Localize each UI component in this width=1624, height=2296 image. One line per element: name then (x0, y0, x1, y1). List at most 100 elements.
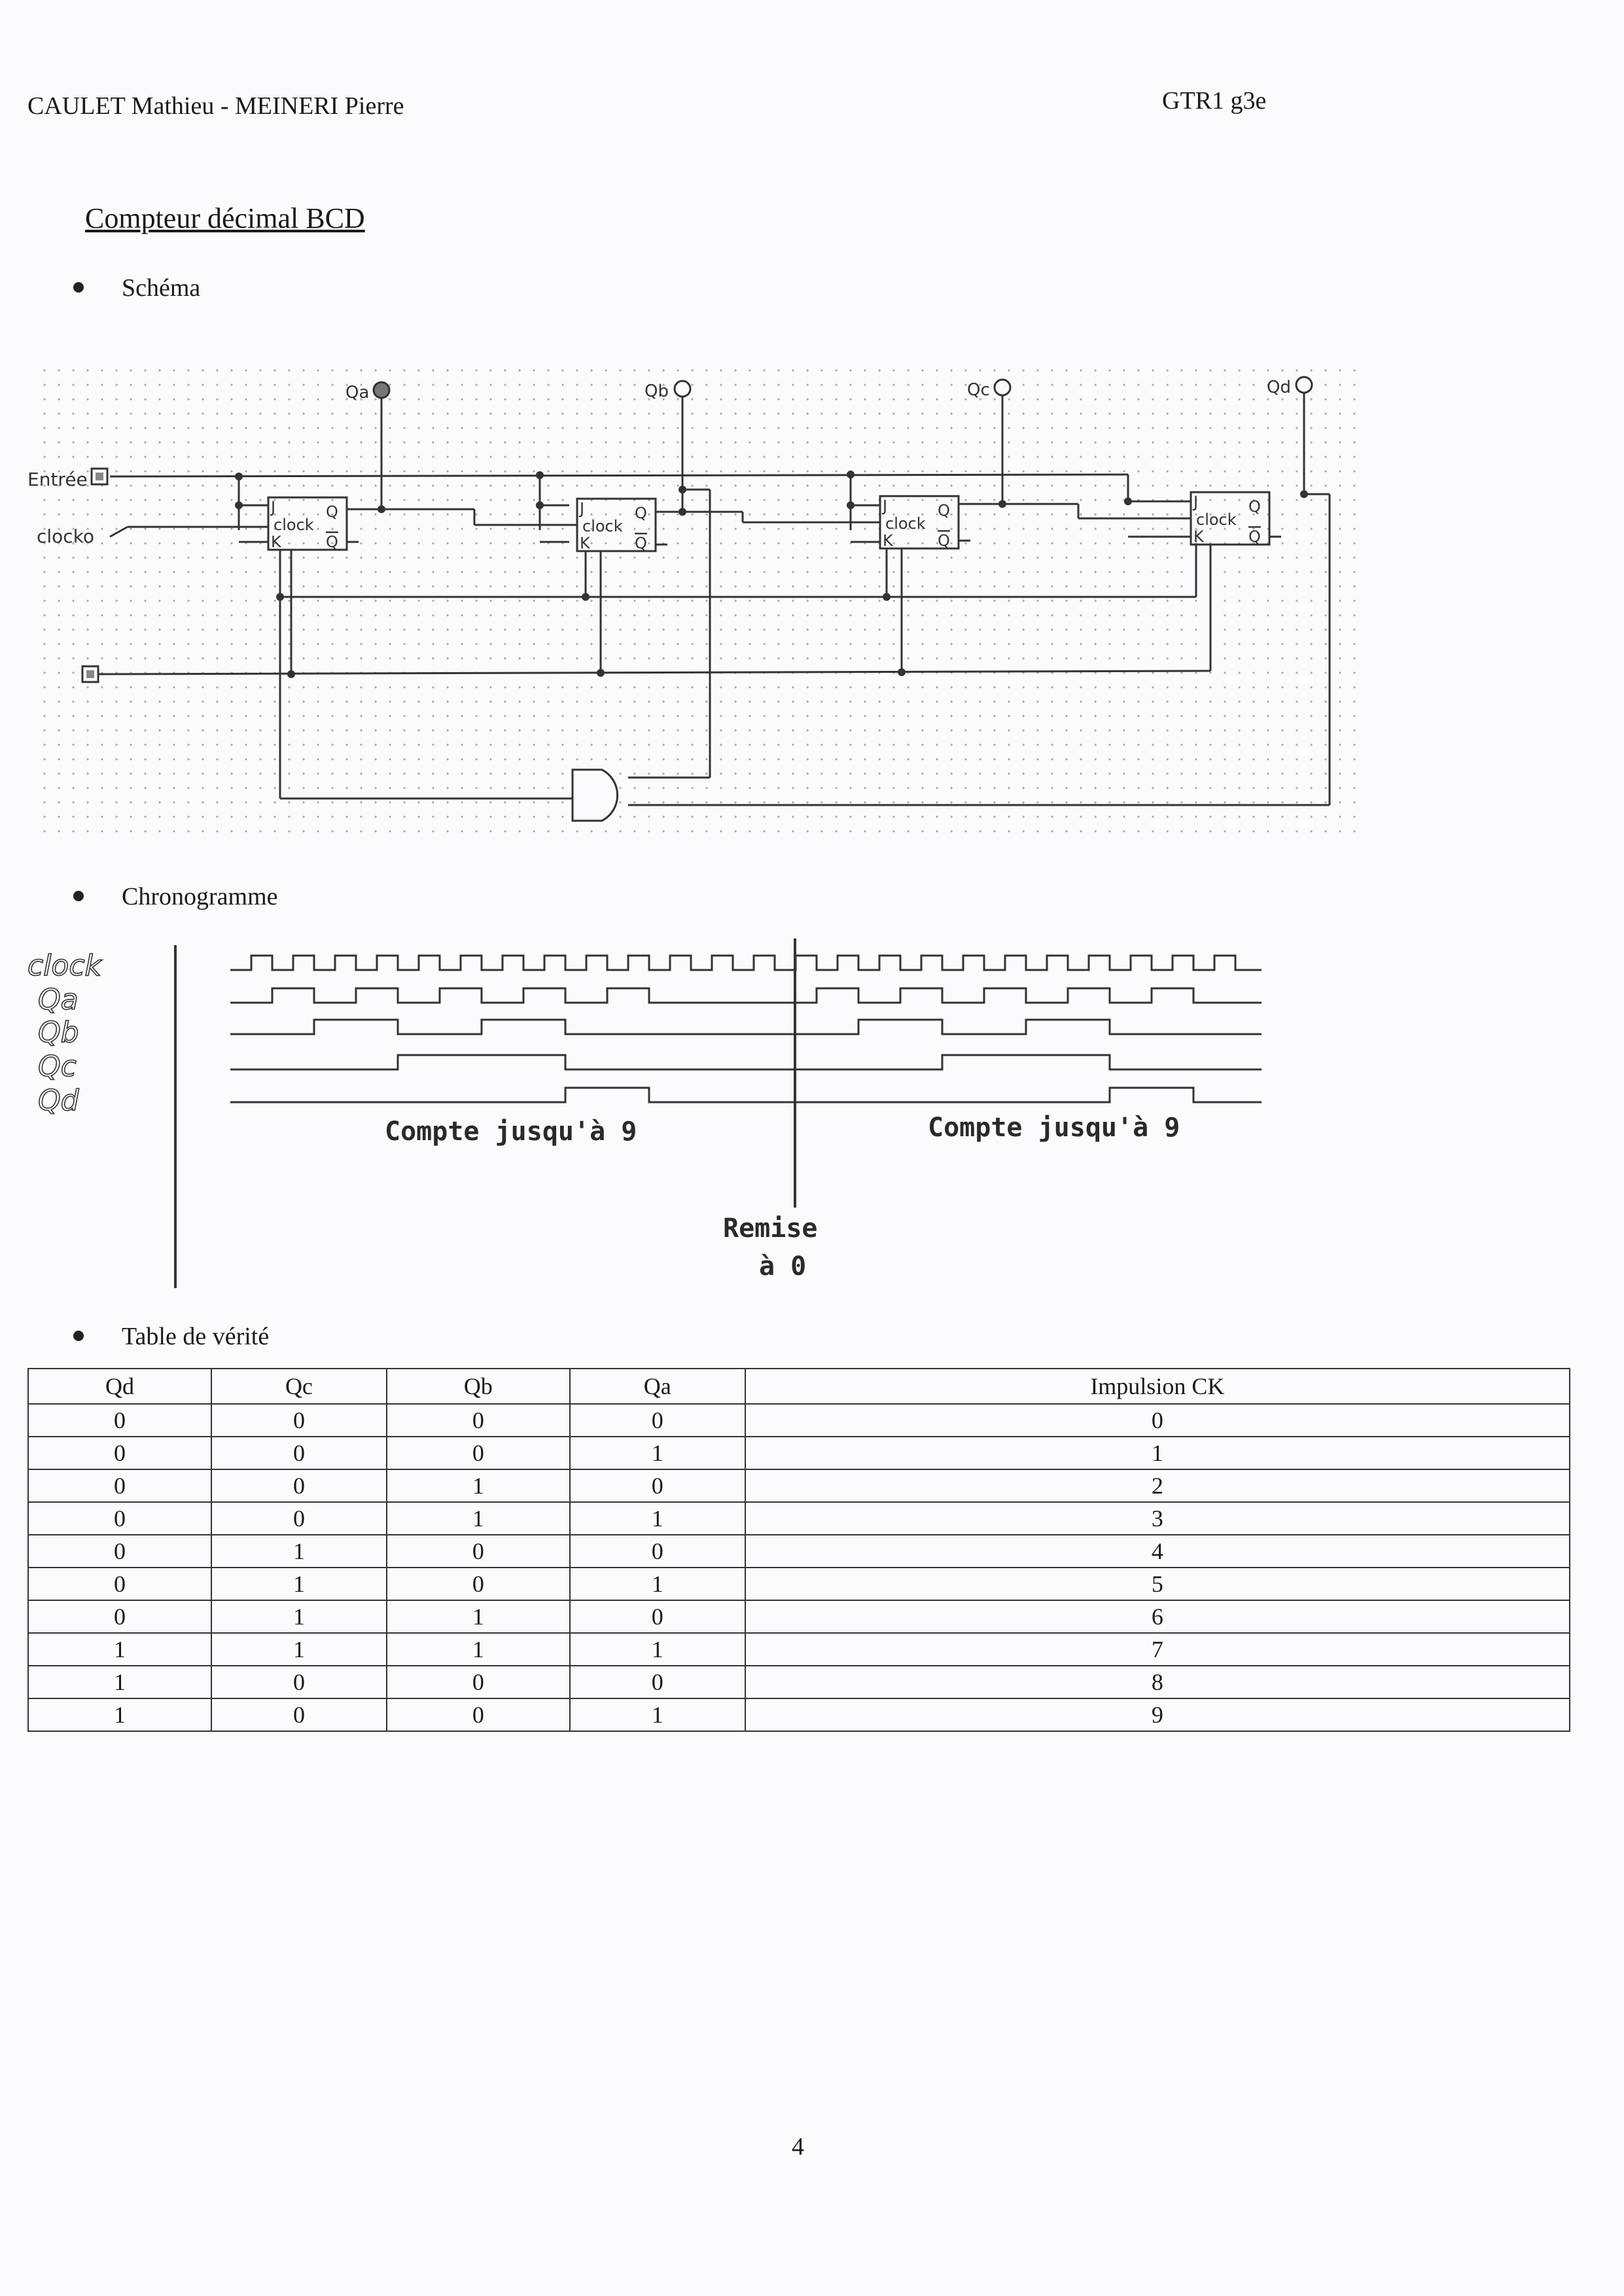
table-cell: 1 (744, 1436, 1571, 1470)
probe-qb (673, 380, 692, 398)
waveform-qa (230, 987, 1262, 1004)
table-cell: 0 (27, 1600, 213, 1634)
table-cell: 4 (744, 1534, 1571, 1568)
bullet-icon (73, 282, 84, 293)
table-header-row: Qd Qc Qb Qa Impulsion CK (27, 1368, 1571, 1405)
and-gate (571, 768, 619, 822)
ff4-q-label: Q (1248, 497, 1261, 516)
ff2-j-label: J (578, 499, 584, 518)
column-header-qd: Qd (27, 1368, 213, 1405)
circuit-schematic: Qa Qb Qc Qd Entrée clocko J clock K Q Q … (27, 360, 1368, 844)
signal-label-qb: Qb (38, 1016, 79, 1049)
table-cell: 0 (211, 1665, 387, 1699)
table-cell: 1 (385, 1600, 571, 1634)
waveform-qc (230, 1054, 1262, 1071)
table-cell: 0 (744, 1403, 1571, 1437)
table-cell: 1 (569, 1567, 746, 1601)
ff2-qbar-label: Q (635, 534, 647, 552)
section-chronogramme-label: Chronogramme (122, 883, 278, 910)
count-label-2: Compte jusqu'à 9 (928, 1113, 1180, 1143)
page-title: Compteur décimal BCD (85, 202, 365, 234)
table-cell: 0 (569, 1469, 746, 1503)
table-cell: 1 (569, 1436, 746, 1470)
probe-qa (372, 381, 391, 399)
section-schema-label: Schéma (122, 274, 201, 302)
chronogram: clock Qa Qb Qc Qd Compte jusqu'à 9 Compt… (27, 939, 1262, 1288)
ff3-k-label: K (883, 531, 894, 550)
table-cell: 2 (744, 1469, 1571, 1503)
column-header-qa: Qa (569, 1368, 746, 1405)
input-label-clock: clocko (37, 526, 94, 547)
ff3-clock-label: clock (885, 514, 926, 533)
table-cell: 0 (569, 1534, 746, 1568)
table-cell: 1 (27, 1665, 213, 1699)
table-cell: 0 (211, 1698, 387, 1732)
table-cell: 0 (385, 1698, 571, 1732)
table-cell: 0 (27, 1436, 213, 1470)
table-cell: 1 (569, 1501, 746, 1535)
reset-label-line1: Remise (723, 1213, 818, 1244)
grid-background (39, 360, 1368, 844)
table-cell: 1 (385, 1632, 571, 1666)
column-header-qc: Qc (211, 1368, 387, 1405)
output-label-qc: Qc (967, 380, 990, 400)
ff4-j-label: J (1192, 493, 1198, 511)
waveform-clock (230, 954, 1262, 971)
table-cell: 0 (211, 1501, 387, 1535)
page-number: 4 (792, 2133, 804, 2161)
table-cell: 9 (744, 1698, 1571, 1732)
section-chronogramme: Chronogramme (73, 882, 278, 911)
ff1-k-label: K (271, 533, 282, 551)
ff4-clock-label: clock (1196, 511, 1237, 529)
header-group: GTR1 g3e (1162, 87, 1267, 115)
bullet-icon (73, 891, 84, 902)
ff2-q-label: Q (635, 504, 647, 522)
table-cell: 1 (385, 1501, 571, 1535)
signal-label-qa: Qa (38, 983, 79, 1016)
output-label-qa: Qa (345, 383, 369, 403)
column-header-qb: Qb (385, 1368, 571, 1405)
table-cell: 1 (211, 1567, 387, 1601)
ff2-k-label: K (580, 534, 591, 552)
table-cell: 1 (385, 1469, 571, 1503)
output-label-qd: Qd (1267, 378, 1291, 397)
table-cell: 0 (211, 1436, 387, 1470)
probe-qc (993, 378, 1012, 397)
signal-label-clock: clock (27, 949, 103, 982)
section-table: Table de vérité (73, 1322, 269, 1351)
column-header-impulsion: Impulsion CK (744, 1368, 1571, 1405)
table-cell: 1 (211, 1534, 387, 1568)
section-table-label: Table de vérité (122, 1323, 270, 1350)
table-cell: 1 (27, 1698, 213, 1732)
section-schema: Schéma (73, 274, 200, 302)
table-cell: 0 (569, 1600, 746, 1634)
table-cell: 1 (211, 1600, 387, 1634)
table-cell: 8 (744, 1665, 1571, 1699)
waveform-qb (230, 1018, 1262, 1035)
reset-label-line2: à 0 (759, 1251, 806, 1282)
table-cell: 3 (744, 1501, 1571, 1535)
ff1-clock-label: clock (274, 516, 314, 534)
waveform-qd (230, 1086, 1262, 1103)
table-cell: 0 (385, 1403, 571, 1437)
input-switch-entree-state (96, 473, 103, 480)
table-cell: 0 (385, 1534, 571, 1568)
ff1-qbar-label: Q (326, 533, 338, 551)
ff1-j-label: J (270, 498, 275, 516)
table-cell: 0 (27, 1469, 213, 1503)
table-cell: 0 (27, 1501, 213, 1535)
table-cell: 0 (569, 1403, 746, 1437)
output-label-qb: Qb (644, 382, 669, 401)
table-cell: 0 (27, 1403, 213, 1437)
table-cell: 0 (211, 1469, 387, 1503)
